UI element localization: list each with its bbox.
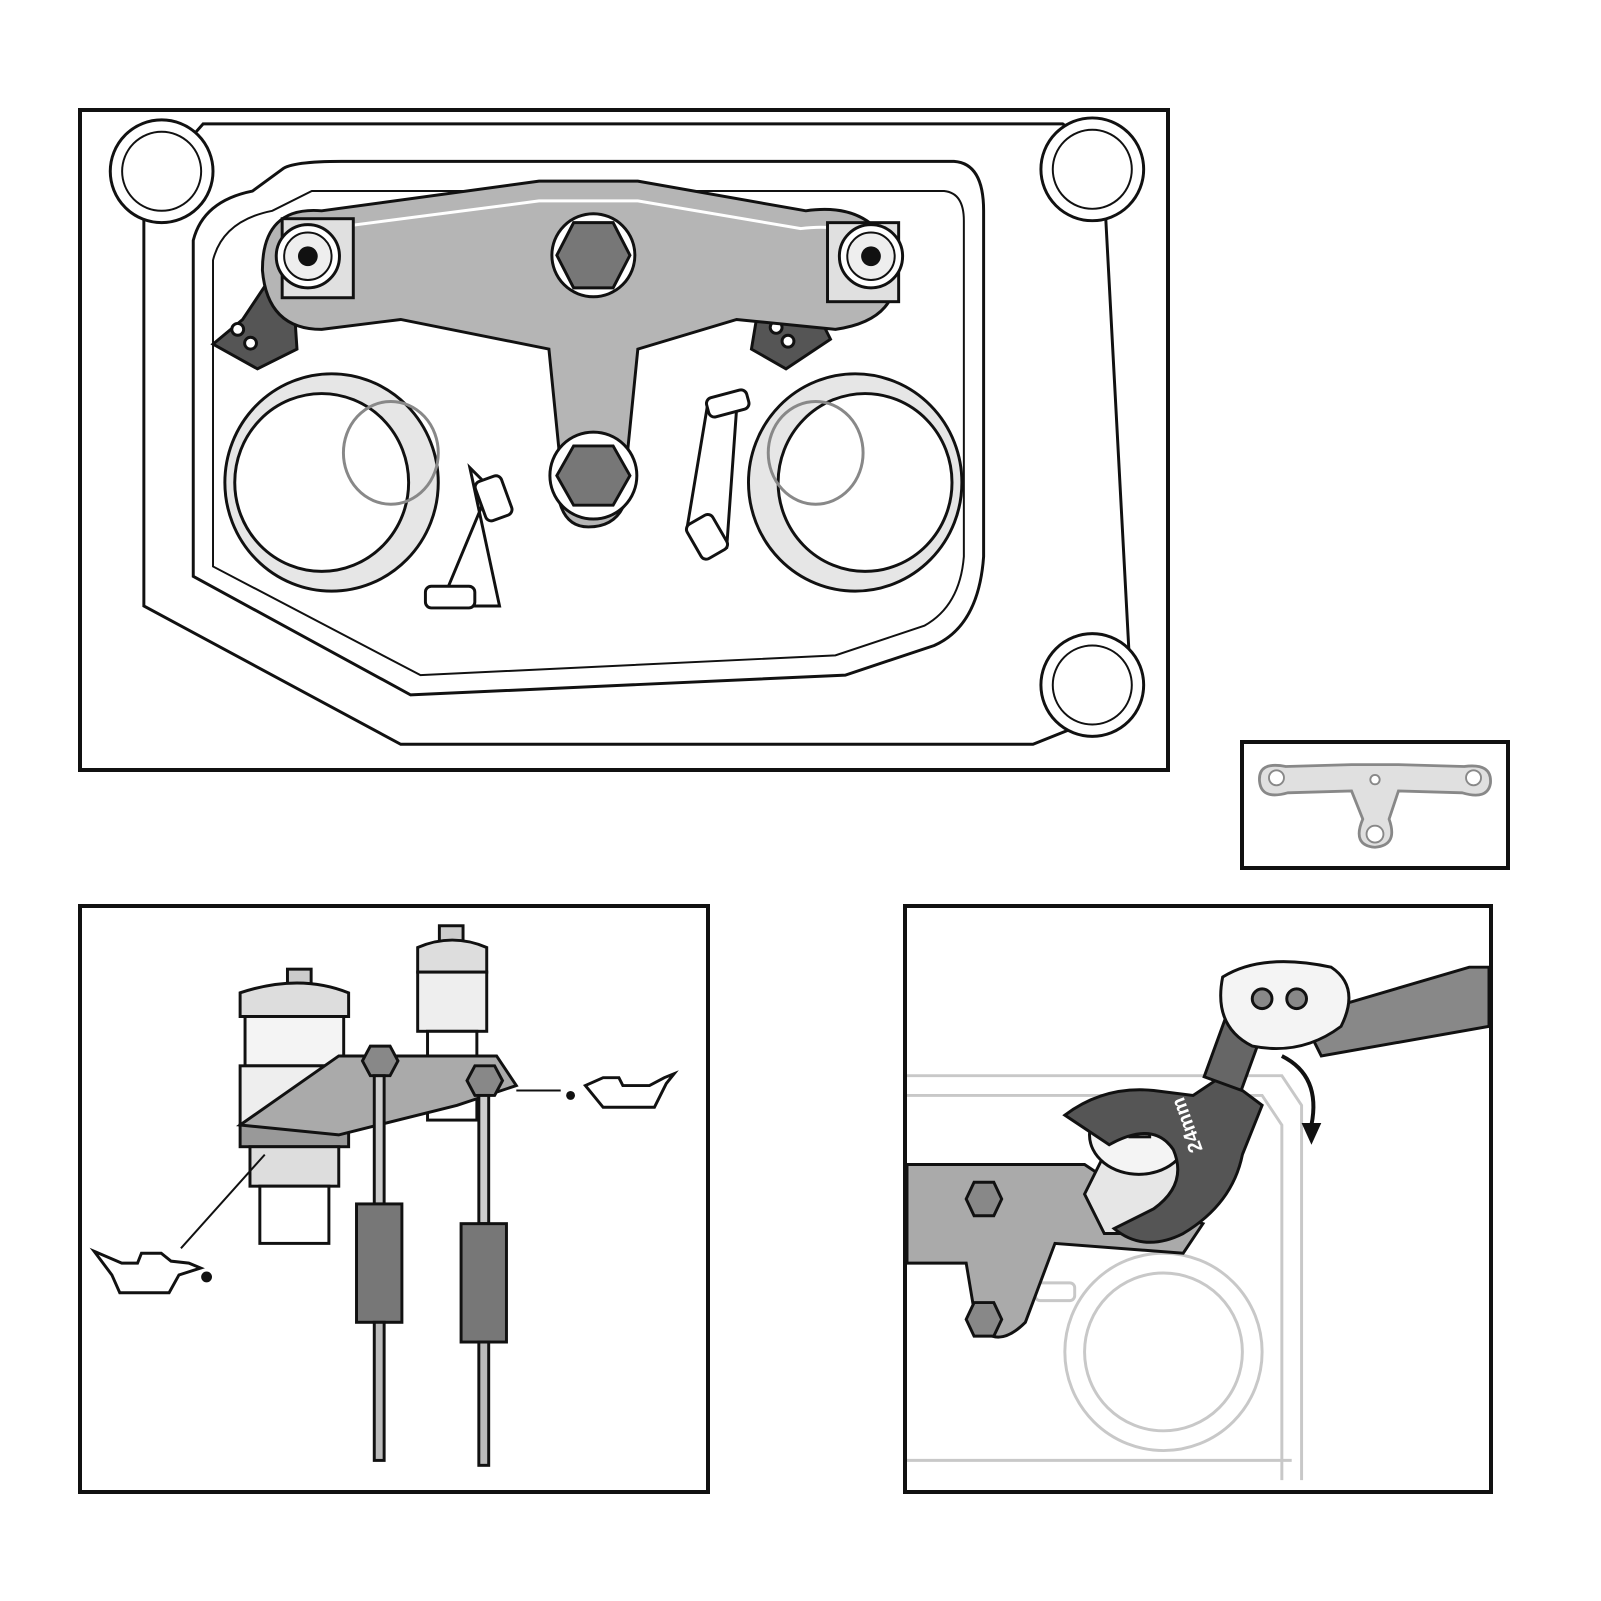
plate-bolt-left <box>360 1044 400 1078</box>
upper-hex-bolt <box>555 221 632 290</box>
leader-lines <box>180 1089 561 1249</box>
threaded-rods <box>355 1074 508 1467</box>
lower-hex-bolt <box>555 444 632 507</box>
t-bar-tool <box>260 179 905 529</box>
plate-bolt-right <box>465 1064 505 1097</box>
t-bar-thumbnail-body <box>1258 763 1492 849</box>
plate-bolt-upper <box>964 1180 1004 1218</box>
rotation-arrow-icon <box>1280 1054 1316 1126</box>
faded-head-background <box>907 1074 1304 1481</box>
plate-bolt-lower <box>964 1301 1004 1338</box>
oil-can-icon <box>89 1247 213 1295</box>
oil-can-icon <box>566 1070 679 1109</box>
right-port-inner <box>776 392 954 573</box>
t-bar-body <box>260 179 898 529</box>
corner-bosses <box>108 116 1146 738</box>
head-inner-contour <box>191 159 986 697</box>
torque-wrench <box>1202 960 1489 1093</box>
open-end-wrench <box>1062 1073 1264 1244</box>
cylinder-head-illustration <box>108 116 1146 746</box>
tool-assembly-illustration <box>89 924 679 1467</box>
cylinder-head-top-view-panel <box>78 108 1170 772</box>
head-gasket-line <box>212 190 965 677</box>
left-port-inner <box>233 392 411 573</box>
t-bar-tool-thumbnail-panel <box>1240 740 1510 870</box>
t-bar-thumbnail-illustration <box>1258 763 1492 849</box>
left-stud-bore <box>297 246 318 267</box>
ports <box>223 372 964 593</box>
tool-assembly-panel <box>78 904 710 1494</box>
rocker-levers <box>423 388 751 610</box>
rotation-arrow-head <box>1301 1123 1322 1145</box>
wrench-tightening-illustration: 24mm <box>907 960 1489 1481</box>
wrench-tightening-panel: 24mm <box>903 904 1493 1494</box>
right-stud-bore <box>861 246 881 267</box>
